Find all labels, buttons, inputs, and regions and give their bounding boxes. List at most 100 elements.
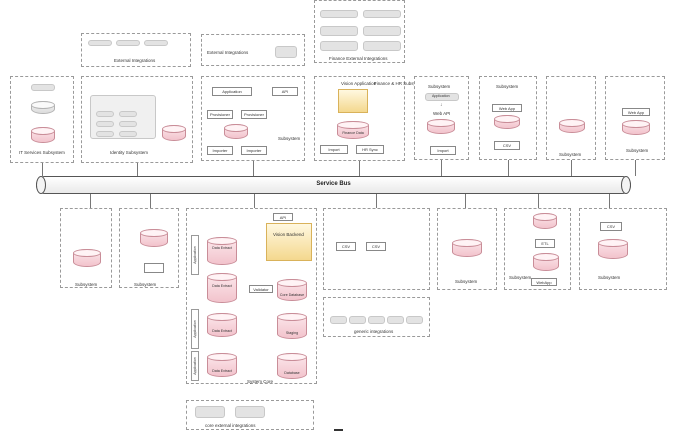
integration-pill	[406, 316, 423, 324]
database-icon	[73, 249, 101, 267]
integration-pill	[387, 316, 404, 324]
integration-pill	[368, 316, 385, 324]
integration-pill	[119, 131, 137, 137]
integration-pill	[96, 131, 114, 137]
vision-application-box	[338, 89, 368, 113]
application-label: Application	[432, 94, 450, 98]
connector-line	[609, 194, 610, 208]
vision-backend-box: Vision Backend	[266, 223, 312, 261]
database-icon	[162, 125, 186, 141]
connector-line	[253, 161, 254, 176]
importer-node: Importer	[241, 146, 267, 155]
integration-pill	[119, 121, 137, 127]
subsystem-label: Subsystem	[278, 136, 301, 141]
web-app-subsystem: Subsystem Web App CSV	[479, 76, 537, 160]
connector-line	[150, 194, 151, 208]
integration-pill	[363, 41, 401, 51]
node-box	[144, 263, 164, 273]
subsystem-label: Subsystem	[134, 282, 157, 287]
integration-pill	[195, 406, 225, 418]
finance-external-integrations: Finance External Integrations	[314, 0, 405, 63]
core-database: Core Database	[277, 279, 307, 301]
csv-node: CSV	[366, 242, 386, 251]
integration-pill	[31, 84, 55, 91]
generic-integration-box: CSV CSV	[323, 208, 430, 290]
import-node: Import	[320, 145, 348, 154]
core-external-label: core external integrations	[205, 423, 256, 428]
connector-line	[137, 163, 138, 176]
service-bus: Service Bus	[36, 176, 631, 194]
integration-pill	[144, 40, 168, 46]
database-icon	[494, 115, 520, 129]
external-integrations-label: External Integrations	[114, 58, 156, 63]
subsystem-label: Subsystem	[75, 282, 98, 287]
integration-pill	[320, 41, 358, 51]
connector-line	[90, 194, 91, 208]
subsystem-c: Subsystem	[437, 208, 497, 290]
integration-pill	[116, 40, 140, 46]
system-core: API Vision Backend Application Applicati…	[186, 208, 317, 384]
data-extract-database: Data Extract	[207, 353, 237, 377]
web-app-node: Web App	[492, 104, 522, 112]
api-node: API	[273, 213, 293, 221]
csv-node: CSV	[336, 242, 356, 251]
web-app-node: WebApp	[531, 278, 557, 286]
connector-line	[465, 194, 466, 208]
external-integrations-group: External Integrations	[81, 33, 191, 67]
integration-pill	[363, 26, 401, 36]
finance-data-database: Finance Data	[337, 121, 369, 139]
subsystem-a: Subsystem	[60, 208, 112, 288]
integration-pill	[349, 316, 366, 324]
application-node: Application	[212, 87, 252, 96]
application-subsystem: Application API Provisioner Provisioner …	[201, 76, 305, 161]
data-extract-database: Data Extract	[207, 313, 237, 337]
integration-pill	[96, 121, 114, 127]
csv-node: CSV	[494, 141, 520, 150]
validator-node: Validator	[249, 285, 273, 293]
service-bus-end-left	[36, 176, 46, 194]
finance-external-label: Finance External Integrations	[329, 56, 388, 61]
csv-node: CSV	[600, 222, 622, 231]
database-icon	[140, 229, 168, 247]
database-icon	[533, 253, 559, 271]
connector-line	[42, 163, 43, 176]
etl-node: ETL	[535, 239, 555, 248]
integration-pill	[275, 46, 297, 58]
hr-sync-node: HR Sync	[356, 145, 384, 154]
database-icon	[427, 119, 455, 134]
service-bus-end-right	[621, 176, 631, 194]
integration-pill	[235, 406, 265, 418]
connector-line	[635, 160, 636, 176]
connector-line	[376, 194, 377, 208]
staging-database: Staging	[277, 313, 307, 339]
database: Database	[277, 353, 307, 379]
it-services-subsystem: IT Services Subsystem	[10, 76, 74, 163]
page-marker	[334, 429, 343, 431]
subsystem-label: Subsystem	[428, 84, 451, 89]
subsystem-label: Subsystem	[626, 148, 649, 153]
connector-line	[441, 160, 442, 176]
subsystem-label: Subsystem	[496, 84, 519, 89]
application-pill	[425, 93, 459, 101]
database-icon	[533, 213, 557, 229]
api-node: API	[272, 87, 298, 96]
application-tab: Application	[191, 235, 199, 275]
database-icon	[559, 119, 585, 133]
it-services-label: IT Services Subsystem	[19, 150, 65, 155]
etl-subsystem: ETL Subsystem WebApp	[504, 208, 571, 290]
database-icon	[622, 120, 650, 135]
data-extract-database: Data Extract	[207, 237, 237, 265]
web-api-label: Web API	[433, 111, 451, 116]
plain-subsystem: Subsystem	[546, 76, 596, 160]
finance-hr-label: Finance & HR Subsystem	[374, 81, 426, 86]
application-tab: Application	[191, 309, 199, 349]
database-icon	[452, 239, 482, 257]
integration-pill	[320, 26, 358, 36]
provisioner-node: Provisioner	[241, 110, 267, 119]
system-core-title: System Core	[247, 379, 274, 384]
identity-label: Identity Subsystem	[110, 150, 149, 155]
subsystem-label: Subsystem	[455, 279, 478, 284]
integration-pill	[88, 40, 112, 46]
connector-line	[359, 161, 360, 176]
identity-subsystem: Identity Subsystem	[81, 76, 193, 163]
